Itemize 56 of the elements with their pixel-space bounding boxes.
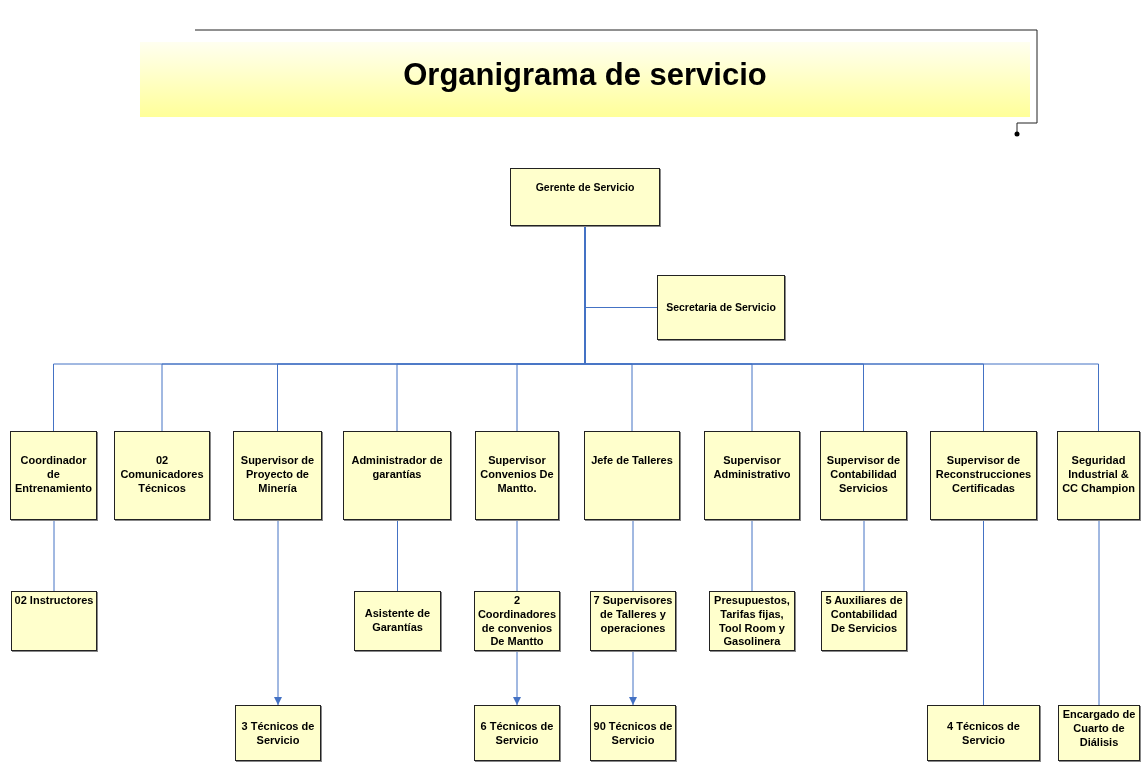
org-box — [114, 431, 210, 520]
position-title: 02 Comunicadores Técnicos — [119, 454, 205, 496]
arrow — [513, 650, 521, 706]
position-title: 4 Técnicos de Servicio — [946, 720, 1021, 748]
org-box — [510, 168, 660, 226]
position-title: Supervisor Convenios De Mantto. — [479, 454, 555, 496]
connector-line — [1098, 519, 1100, 706]
position-title: Supervisor de Proyecto de Minería — [239, 454, 316, 496]
org-box — [354, 591, 441, 651]
position-title: Presupuestos, Tarifas fijas, Tool Room y Gasolinera — [713, 594, 791, 649]
connector-line — [53, 519, 55, 592]
position-title: 5 Auxiliares de Contabilidad De Servicios — [824, 594, 904, 636]
org-box — [927, 705, 1040, 761]
org-box — [1057, 431, 1140, 520]
org-box — [11, 591, 97, 651]
org-box — [821, 591, 907, 651]
org-box — [10, 431, 97, 520]
connector-line — [751, 519, 753, 592]
position-title: Asistente de Garantías — [363, 607, 432, 635]
position-title: Secretaria de Servicio — [666, 300, 776, 315]
org-box — [590, 705, 676, 761]
arrow — [274, 519, 282, 706]
position-title: Supervisor Administrativo — [712, 454, 792, 482]
position-title: Supervisor de Reconstrucciones Certificadas — [934, 454, 1033, 496]
arrow — [629, 650, 637, 706]
org-box — [474, 705, 560, 761]
position-title: Seguridad Industrial & CC Champion — [1061, 454, 1136, 496]
position-title: 3 Técnicos de Servicio — [240, 720, 316, 748]
org-box — [704, 431, 800, 520]
org-box — [590, 591, 676, 651]
connector-line — [397, 519, 398, 592]
org-box — [584, 431, 680, 520]
org-box — [475, 431, 559, 520]
connector-line — [983, 519, 984, 706]
position-title: 7 Supervisores de Talleres y operaciones — [593, 594, 673, 636]
position-title: 90 Técnicos de Servicio — [593, 720, 673, 748]
position-title: Jefe de Talleres — [591, 454, 673, 468]
position-title: Gerente de Servicio — [535, 181, 635, 195]
connector-line — [516, 519, 518, 592]
org-box — [233, 431, 322, 520]
org-box — [930, 431, 1037, 520]
org-box — [657, 275, 785, 340]
position-title: 2 Coordinadores de convenios De Mantto — [477, 594, 557, 649]
position-title: Administrador de garantías — [350, 454, 444, 482]
position-title: 02 Instructores — [14, 594, 94, 608]
org-box — [1058, 705, 1140, 761]
position-title: Coordinador de Entrenamiento — [14, 454, 93, 496]
org-box — [343, 431, 451, 520]
connector-line — [632, 519, 634, 592]
org-box — [820, 431, 907, 520]
position-title: 6 Técnicos de Servicio — [479, 720, 555, 748]
org-box — [235, 705, 321, 761]
connector-line — [863, 519, 865, 592]
position-title: Supervisor de Contabilidad Servicios — [825, 454, 902, 496]
position-title: Encargado de Cuarto de Diálisis — [1061, 708, 1137, 750]
title: Organigrama de servicio — [402, 57, 768, 93]
